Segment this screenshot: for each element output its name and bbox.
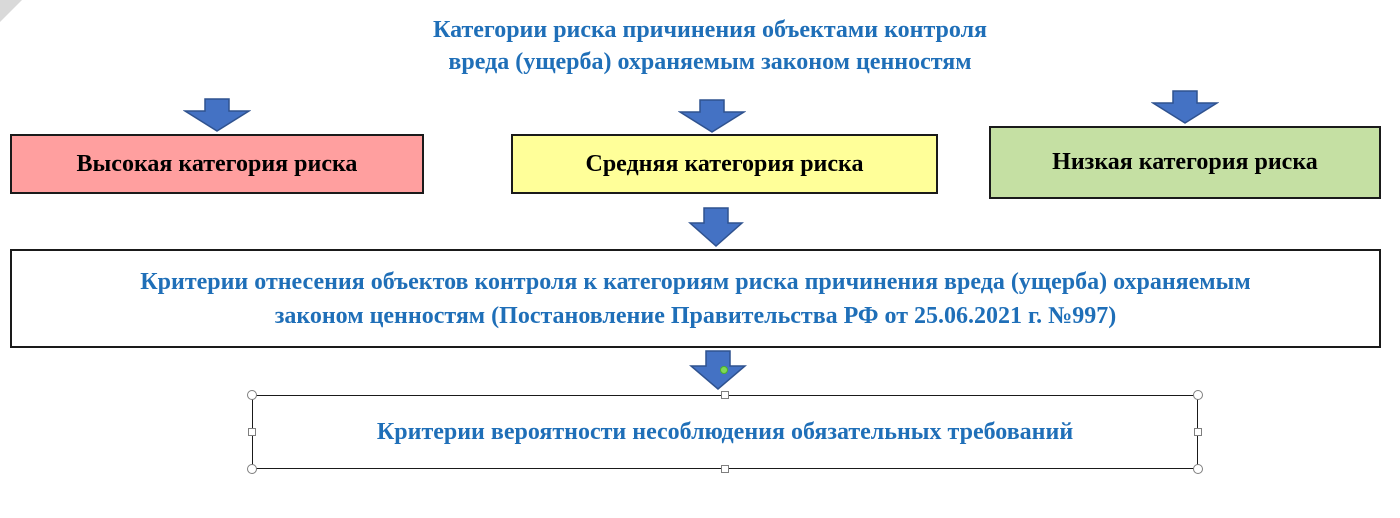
rotate-handle[interactable]: [720, 366, 728, 374]
category-medium-risk: Средняя категория риска: [511, 134, 938, 194]
criteria-box: Критерии отнесения объектов контроля к к…: [10, 249, 1381, 348]
resize-handle-bottom-right[interactable]: [1193, 464, 1203, 474]
diagram-title: Категории риска причинения объектами кон…: [300, 14, 1120, 78]
category-high-risk: Высокая категория риска: [10, 134, 424, 194]
category-low-risk: Низкая категория риска: [989, 126, 1381, 199]
down-arrow-icon: [183, 98, 251, 132]
criteria-line-1: Критерии отнесения объектов контроля к к…: [140, 268, 1251, 295]
category-high-risk-label: Высокая категория риска: [76, 150, 358, 177]
down-arrow-icon: [688, 207, 744, 247]
category-low-risk-label: Низкая категория риска: [1052, 149, 1318, 175]
diagram-title-line-1: Категории риска причинения объектами кон…: [432, 17, 988, 43]
criteria-line-2: законом ценностям (Постановление Правите…: [274, 302, 1117, 329]
resize-handle-bottom-left[interactable]: [247, 464, 257, 474]
down-arrow-icon: [678, 99, 746, 133]
category-medium-risk-label: Средняя категория риска: [585, 150, 864, 177]
probability-criteria-label: Критерии вероятности несоблюдения обязат…: [376, 418, 1074, 445]
down-arrow-icon: [689, 350, 747, 390]
resize-handle-top-right[interactable]: [1193, 390, 1203, 400]
resize-handle-right[interactable]: [1194, 428, 1202, 436]
down-arrow-icon: [1151, 90, 1219, 124]
resize-handle-bottom[interactable]: [721, 465, 729, 473]
resize-handle-left[interactable]: [248, 428, 256, 436]
diagram-title-line-2: вреда (ущерба) охраняемым законом ценнос…: [448, 49, 972, 75]
resize-handle-top[interactable]: [721, 391, 729, 399]
resize-handle-top-left[interactable]: [247, 390, 257, 400]
corner-fold: [0, 0, 22, 22]
probability-criteria-box[interactable]: Критерии вероятности несоблюдения обязат…: [252, 395, 1198, 469]
